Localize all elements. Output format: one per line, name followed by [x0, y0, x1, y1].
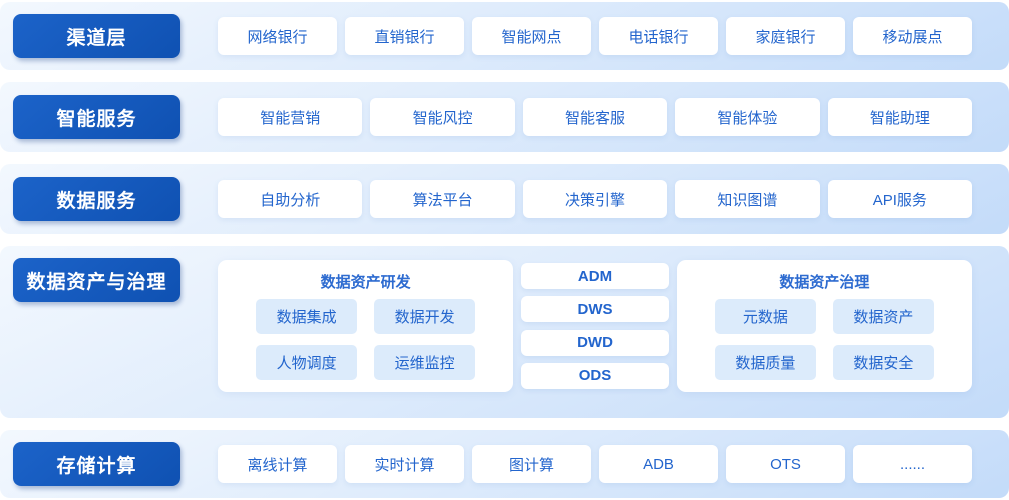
layer-label-channel: 渠道层: [13, 14, 180, 58]
data-assets-governance-content: 数据资产研发 数据集成 数据开发 人物调度 运维监控 ADM DWS DWD O…: [218, 260, 972, 392]
layer-band-storage-compute: 存储计算 离线计算 实时计算 图计算 ADB OTS ......: [0, 430, 1009, 498]
panel-subcard: 运维监控: [374, 345, 476, 380]
layer-card: 智能客服: [522, 98, 668, 136]
layer-card: 离线计算: [218, 445, 337, 483]
data-asset-governance-panel: 数据资产治理 元数据 数据资产 数据质量 数据安全: [676, 260, 972, 392]
storage-compute-cards: 离线计算 实时计算 图计算 ADB OTS ......: [218, 445, 972, 483]
layer-band-data-services: 数据服务 自助分析 算法平台 决策引擎 知识图谱 API服务: [0, 164, 1009, 234]
intelligent-services-cards: 智能营销 智能风控 智能客服 智能体验 智能助理: [218, 98, 973, 136]
panel-subcard: 数据集成: [256, 299, 358, 334]
data-services-cards: 自助分析 算法平台 决策引擎 知识图谱 API服务: [218, 180, 973, 218]
layer-band-intelligent-services: 智能服务 智能营销 智能风控 智能客服 智能体验 智能助理: [0, 82, 1009, 152]
layer-card: 电话银行: [599, 17, 718, 55]
layer-card: 决策引擎: [522, 180, 668, 218]
layer-card: 自助分析: [218, 180, 363, 218]
warehouse-layer-card: ODS: [521, 362, 669, 389]
layer-card: ......: [853, 445, 972, 483]
layer-band-data-assets-governance: 数据资产与治理 数据资产研发 数据集成 数据开发 人物调度 运维监控 ADM D…: [0, 246, 1009, 418]
warehouse-layer-card: ADM: [521, 263, 669, 289]
layer-label-data-services: 数据服务: [13, 177, 180, 221]
data-warehouse-stack: ADM DWS DWD ODS: [521, 260, 669, 392]
layer-card: 智能助理: [827, 98, 973, 136]
layer-card: 智能网点: [472, 17, 591, 55]
warehouse-layer-card: DWD: [521, 329, 669, 356]
panel-subcard: 数据质量: [714, 345, 816, 380]
panel-subcard: 数据开发: [374, 299, 476, 334]
channel-cards: 网络银行 直销银行 智能网点 电话银行 家庭银行 移动展点: [218, 17, 972, 55]
layer-card: 算法平台: [370, 180, 515, 218]
data-asset-governance-panel-title: 数据资产治理: [779, 273, 870, 291]
data-asset-dev-panel: 数据资产研发 数据集成 数据开发 人物调度 运维监控: [218, 260, 514, 392]
layer-label-data-assets-governance: 数据资产与治理: [13, 258, 180, 302]
layer-card: API服务: [827, 180, 973, 218]
data-asset-dev-grid: 数据集成 数据开发 人物调度 运维监控: [256, 299, 476, 380]
layer-card: 知识图谱: [675, 180, 820, 218]
panel-subcard: 人物调度: [256, 345, 358, 380]
layer-card: 网络银行: [218, 17, 337, 55]
panel-subcard: 元数据: [714, 299, 816, 334]
layer-card: 家庭银行: [726, 17, 845, 55]
layer-card: 智能体验: [675, 98, 820, 136]
layer-card: 直销银行: [345, 17, 464, 55]
data-asset-dev-panel-title: 数据资产研发: [320, 273, 411, 291]
layer-label-intelligent-services: 智能服务: [13, 95, 180, 139]
panel-subcard: 数据资产: [832, 299, 934, 334]
layer-card: 智能风控: [370, 98, 515, 136]
layer-card: 图计算: [472, 445, 591, 483]
warehouse-layer-card: DWS: [521, 296, 669, 323]
layer-card: ADB: [599, 445, 718, 483]
layer-card: OTS: [726, 445, 845, 483]
layer-label-storage-compute: 存储计算: [13, 442, 180, 486]
panel-subcard: 数据安全: [832, 345, 934, 380]
layer-card: 智能营销: [218, 98, 363, 136]
layer-card: 实时计算: [345, 445, 464, 483]
layer-card: 移动展点: [853, 17, 972, 55]
data-asset-governance-grid: 元数据 数据资产 数据质量 数据安全: [714, 299, 934, 380]
layer-band-channel: 渠道层 网络银行 直销银行 智能网点 电话银行 家庭银行 移动展点: [0, 2, 1009, 70]
